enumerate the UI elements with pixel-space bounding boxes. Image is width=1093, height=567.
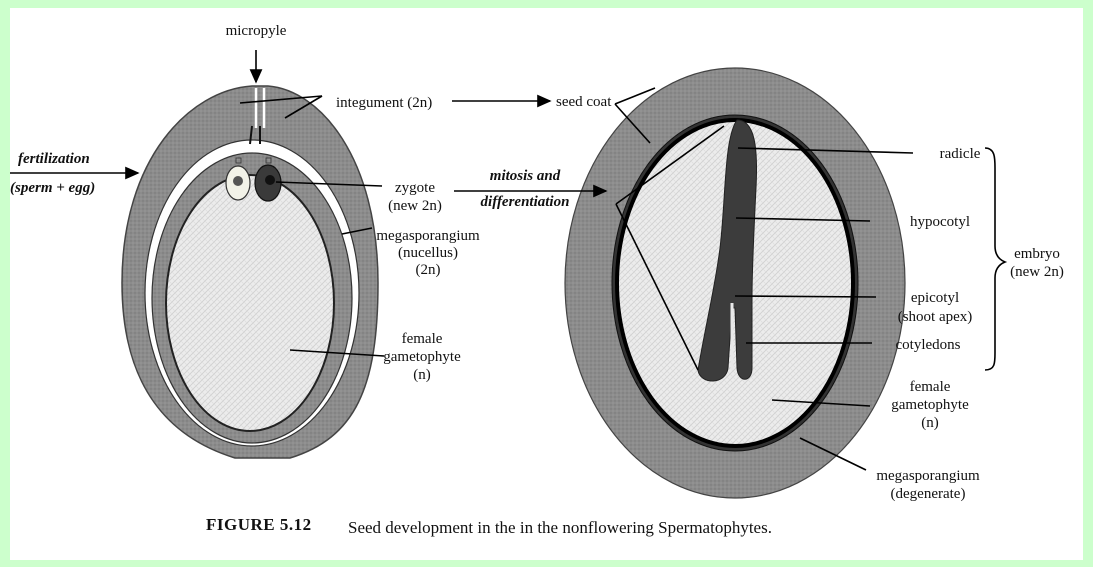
label-seed-gametophyte-ploidy: (n) (921, 415, 939, 431)
ovule-diagram (122, 86, 378, 458)
label-epicotyl: epicotyl (911, 290, 959, 306)
caption-text: Seed development in the in the nonflower… (348, 518, 772, 537)
label-seed-gametophyte: gametophyte (891, 397, 969, 413)
figure-page: micropyle integument (2n) fertilization … (10, 8, 1083, 560)
label-fertilization: fertilization (18, 151, 90, 167)
label-radicle: radicle (940, 146, 981, 162)
label-zygote: zygote (395, 180, 435, 196)
zygote-nucleus (265, 175, 275, 185)
label-hypocotyl: hypocotyl (910, 214, 970, 230)
label-cotyledons: cotyledons (896, 337, 961, 353)
figure-caption: FIGURE 5.12 Seed development in the in t… (206, 515, 772, 537)
label-mitosis: mitosis and (490, 168, 561, 184)
label-shoot-apex: (shoot apex) (898, 309, 973, 325)
caption-number: FIGURE 5.12 (206, 515, 312, 534)
label-female: female (402, 331, 443, 347)
label-embryo: embryo (1014, 246, 1060, 262)
seed-diagram (565, 68, 905, 498)
label-seed-megasporangium: megasporangium (876, 468, 980, 484)
female-gametophyte (166, 175, 334, 431)
label-megasporangium-ploidy: (2n) (416, 262, 441, 278)
label-integument: integument (2n) (336, 95, 432, 111)
label-nucellus: (nucellus) (398, 245, 458, 261)
label-gametophyte: gametophyte (383, 349, 461, 365)
label-degenerate: (degenerate) (891, 486, 966, 502)
label-differentiation: differentiation (481, 194, 570, 210)
seed-development-figure: micropyle integument (2n) fertilization … (10, 8, 1083, 560)
label-megasporangium: megasporangium (376, 228, 480, 244)
label-seed-coat: seed coat (556, 94, 612, 110)
label-gametophyte-ploidy: (n) (413, 367, 431, 383)
label-zygote-ploidy: (new 2n) (388, 198, 442, 214)
label-micropyle: micropyle (226, 23, 287, 39)
label-embryo-ploidy: (new 2n) (1010, 264, 1064, 280)
label-sperm-egg: (sperm + egg) (10, 180, 95, 196)
label-seed-female: female (910, 379, 951, 395)
egg-nucleus (233, 176, 243, 186)
